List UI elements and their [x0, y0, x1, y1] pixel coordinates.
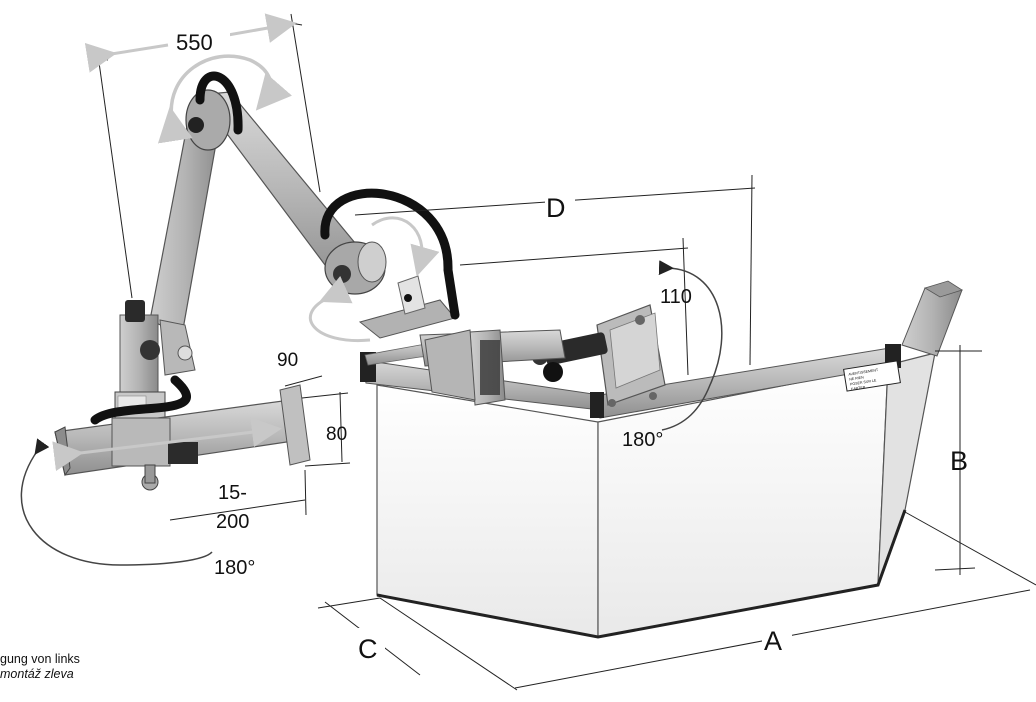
arrow-rotation-elbow: [157, 54, 292, 144]
dim-80: 80: [326, 424, 347, 445]
frame-upright-cap: [924, 280, 963, 298]
frame-upright-right: [901, 287, 963, 357]
arrow-rotation-180-left: [20, 438, 213, 566]
shield-panel-left: [376, 384, 599, 638]
plate-line-3: POSER SUR LE: [850, 378, 877, 386]
dim-15: 15-: [218, 482, 247, 504]
shield-panel-right: [877, 352, 936, 586]
arrow-rotation-base: [308, 275, 371, 343]
plate-line-2: NE RIEN: [849, 375, 864, 381]
dim-180-right: 180°: [622, 429, 663, 451]
dim-200: 200: [216, 511, 249, 533]
wrist-column: [119, 314, 159, 406]
cable-lower: [90, 375, 191, 425]
dim-90: 90: [277, 350, 298, 371]
support-tube: [419, 329, 566, 406]
mounting-caption: gung von links montáž zleva: [0, 652, 80, 682]
frame-corner-middle: [590, 392, 604, 418]
arrow-rotation-180-right: [658, 260, 723, 431]
shield-bottom-edge: [376, 509, 907, 639]
plate-line-1: AVERTISSEMENT: [848, 368, 879, 377]
dim-label-a: A: [764, 626, 782, 656]
warning-plate: AVERTISSEMENT NE RIEN POSER SUR LE CARTE…: [843, 360, 901, 392]
dim-label-d: D: [546, 193, 566, 223]
dim-label-c: C: [358, 634, 378, 664]
guard-shield: AVERTISSEMENT NE RIEN POSER SUR LE CARTE…: [360, 280, 963, 639]
arrow-rotation-shoulder: [371, 216, 440, 277]
arrow-slide-bar: [52, 417, 282, 472]
dimension-labels: 550 D 110 180° B A C 90 80 15- 200 180°: [172, 26, 968, 664]
caption-line-german: gung von links: [0, 652, 80, 666]
plate-line-4: CARTER: [851, 385, 867, 391]
arrow-width-550-right: [227, 13, 297, 43]
cable-shoulder: [320, 188, 460, 320]
caption-line-czech: montáž zleva: [0, 667, 74, 681]
dim-180-left: 180°: [214, 557, 255, 579]
arrow-width-550: [84, 43, 169, 73]
dim-label-b: B: [950, 446, 968, 476]
dim-110: 110: [660, 286, 692, 308]
motion-arrows: [20, 13, 723, 566]
dim-550: 550: [176, 30, 213, 55]
